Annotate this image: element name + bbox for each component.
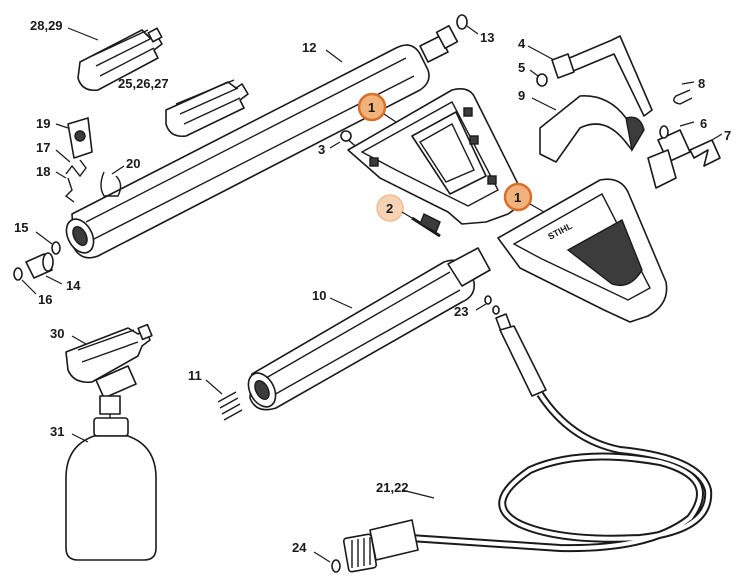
- label-18: 18: [36, 164, 50, 179]
- label-13: 13: [480, 30, 494, 45]
- label-8: 8: [698, 76, 705, 91]
- callout-2-number: 2: [386, 201, 393, 216]
- leader-7: [711, 133, 723, 141]
- leader-20: [111, 165, 125, 175]
- leader-3: [329, 141, 341, 149]
- label-20: 20: [126, 156, 140, 171]
- clip-19: [67, 117, 93, 159]
- leader-10: [329, 297, 353, 309]
- label-15: 15: [14, 220, 28, 235]
- leader-15: [35, 231, 53, 245]
- spray-lance-12: [65, 24, 459, 259]
- spring-18: [64, 177, 75, 203]
- leader-4: [527, 45, 555, 61]
- leader-21-22: [401, 489, 435, 499]
- leader-19: [55, 123, 69, 129]
- leader-23: [475, 303, 487, 311]
- label-4: 4: [518, 36, 526, 51]
- leader-9: [531, 97, 557, 111]
- valve-6: [647, 125, 691, 189]
- hose-21-22: [342, 325, 713, 573]
- callout-1-right[interactable]: 1: [503, 182, 533, 212]
- label-19: 19: [36, 116, 50, 131]
- label-16: 16: [38, 292, 52, 307]
- guard-9: [539, 95, 645, 163]
- label-30: 30: [50, 326, 64, 341]
- leader-14: [45, 275, 63, 285]
- o-ring-16: [13, 267, 23, 281]
- bottle-31: [65, 414, 157, 561]
- leader-12: [325, 49, 343, 63]
- clip-8: [673, 89, 693, 105]
- leader-2: [401, 211, 413, 219]
- o-ring-24: [331, 559, 341, 573]
- label-21-22: 21,22: [376, 480, 409, 495]
- nozzle-28-29: [77, 27, 163, 92]
- leader-16: [21, 279, 37, 295]
- label-25-26-27: 25,26,27: [118, 76, 169, 91]
- label-9: 9: [518, 88, 525, 103]
- label-7: 7: [724, 128, 731, 143]
- o-ring-13: [456, 14, 468, 30]
- spring-17: [65, 159, 87, 178]
- tube-10: [247, 247, 491, 411]
- leader-31: [71, 433, 89, 443]
- leader-1-right: [529, 203, 545, 213]
- label-11: 11: [188, 368, 202, 383]
- leader-6: [679, 121, 695, 127]
- handle-cover: STIHL: [497, 178, 668, 323]
- callout-1-right-number: 1: [514, 190, 521, 205]
- retainer-20: [100, 171, 122, 197]
- callout-1-top[interactable]: 1: [357, 92, 387, 122]
- label-5: 5: [518, 60, 525, 75]
- label-14: 14: [66, 278, 81, 293]
- leader-24: [313, 551, 331, 563]
- leader-5: [529, 69, 539, 77]
- wand-bend-4: [551, 35, 653, 117]
- leader-13: [466, 25, 479, 35]
- label-23: 23: [454, 304, 468, 319]
- label-10: 10: [312, 288, 326, 303]
- label-28-29: 28,29: [30, 18, 63, 33]
- clip-7: [689, 139, 721, 167]
- o-ring-5: [536, 73, 548, 87]
- leader-1-top: [383, 113, 397, 123]
- leader-18: [55, 171, 67, 179]
- nozzle-25-26-27: [165, 79, 249, 138]
- o-ring-15: [51, 241, 61, 255]
- leader-8: [681, 81, 695, 85]
- label-6: 6: [700, 116, 707, 131]
- callout-1-top-number: 1: [368, 100, 375, 115]
- label-24: 24: [292, 540, 307, 555]
- label-17: 17: [36, 140, 50, 155]
- connector-14: [25, 252, 54, 279]
- label-12: 12: [302, 40, 316, 55]
- leader-30: [71, 335, 87, 345]
- pin-2: [411, 213, 441, 238]
- leader-28-29: [67, 27, 99, 41]
- callout-2[interactable]: 2: [376, 194, 404, 222]
- leader-11: [205, 379, 223, 395]
- leader-17: [55, 149, 71, 163]
- label-3: 3: [318, 142, 325, 157]
- label-31: 31: [50, 424, 64, 439]
- foam-nozzle-30: [65, 323, 153, 415]
- spring-11: [217, 391, 243, 421]
